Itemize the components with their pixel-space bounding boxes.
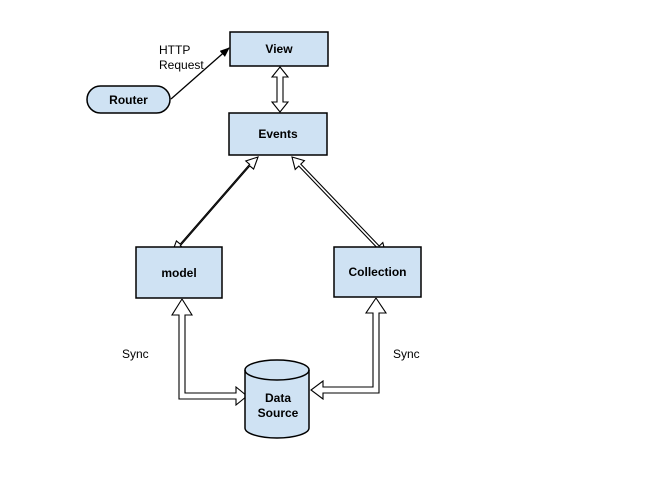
collection-label: Collection: [348, 265, 406, 279]
events-model-arrow: [171, 156, 259, 254]
model-label: model: [161, 266, 196, 280]
events-node: Events: [228, 112, 328, 156]
data-source-cylinder: [244, 359, 310, 439]
http-request-label-line2: Request: [159, 58, 204, 72]
collection-sync-label: Sync: [393, 347, 420, 361]
router-label: Router: [109, 93, 148, 107]
router-box: [86, 85, 171, 114]
events-label: Events: [258, 127, 298, 141]
model-node: model: [135, 246, 223, 299]
edges-group: [171, 66, 388, 407]
data-source-node: Data Source: [244, 359, 310, 439]
view-box: [229, 31, 329, 67]
view-node: View: [229, 31, 329, 67]
model-sync-label: Sync: [122, 347, 149, 361]
view-events-arrow: [270, 66, 290, 113]
http-request-label-line1: HTTP: [159, 43, 190, 57]
view-label: View: [265, 42, 293, 56]
events-box: [228, 112, 328, 156]
router-view-arrow: [170, 47, 230, 100]
router-node: Router: [86, 85, 171, 114]
model-datasource-arrow: [171, 298, 248, 407]
data-source-label-line1: Data: [265, 391, 291, 405]
collection-box: [333, 246, 422, 298]
data-source-label-line2: Source: [258, 406, 299, 420]
data-source-cylinder-top: [244, 369, 310, 381]
collection-datasource-arrow: [310, 297, 388, 401]
events-collection-arrow: [291, 156, 387, 256]
collection-node: Collection: [333, 246, 422, 298]
model-box: [135, 246, 223, 299]
